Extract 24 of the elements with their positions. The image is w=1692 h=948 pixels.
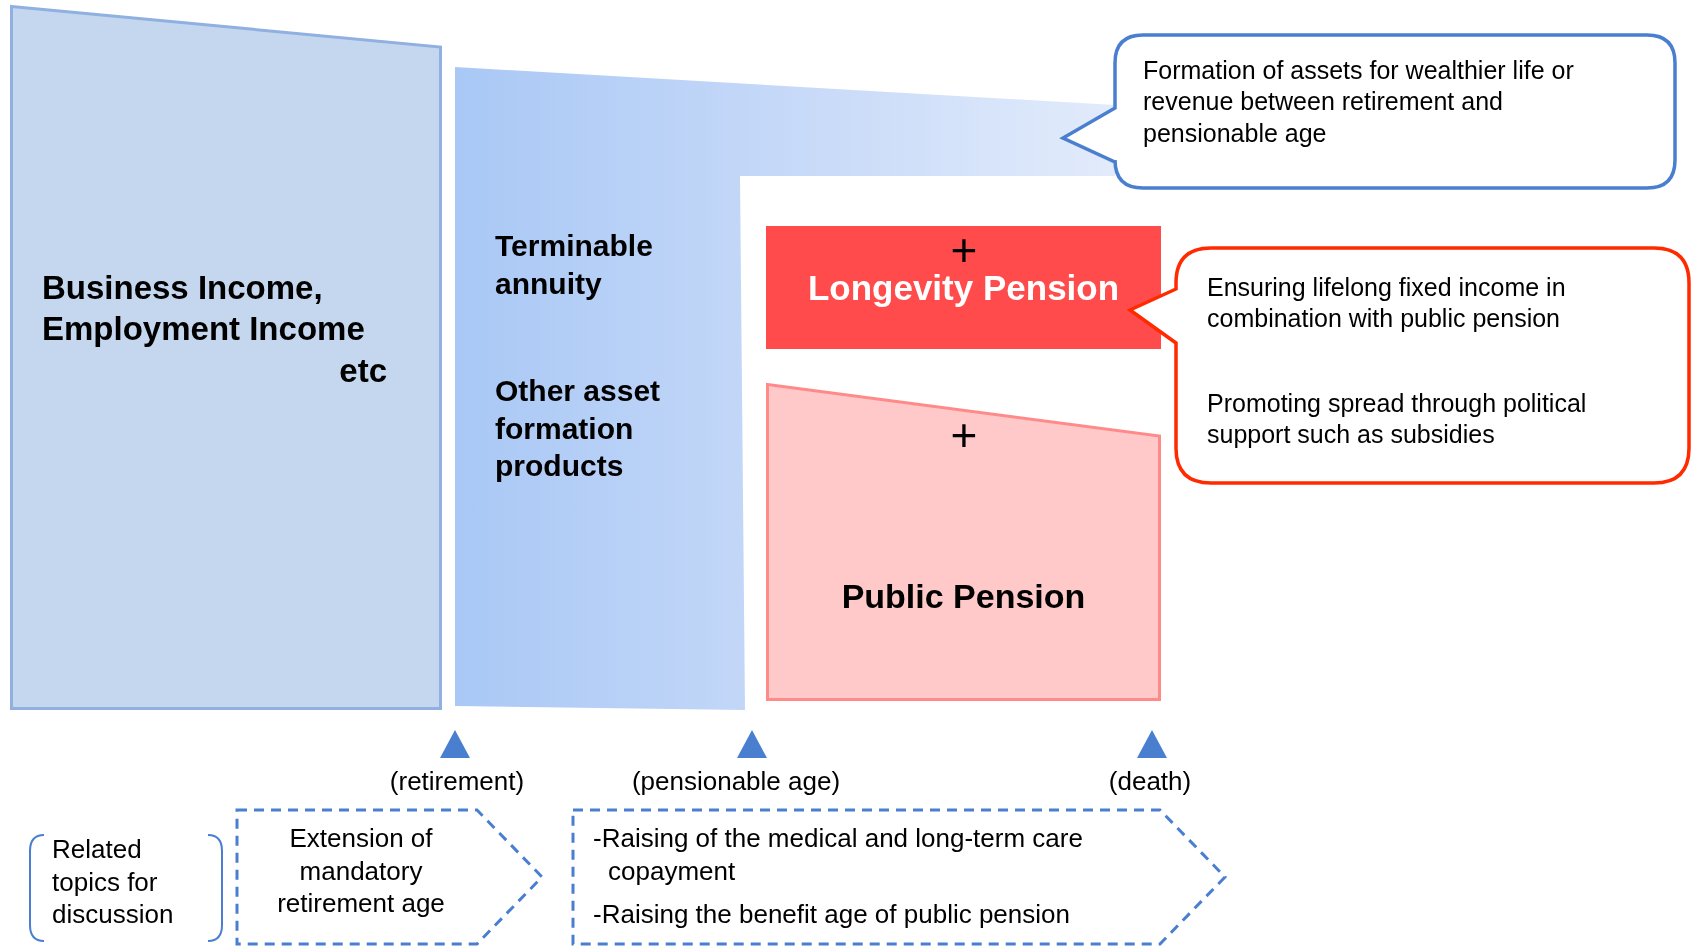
timeline-label: (retirement) [389, 766, 525, 797]
callout-bubble [1127, 245, 1692, 486]
topic-text: Extension of mandatory retirement age [276, 822, 446, 920]
pension-title: Public Pension [840, 576, 1087, 617]
timeline-label: (death) [1108, 766, 1192, 797]
topic-text: -Raising the benefit age of public pension [593, 898, 1071, 931]
timeline-label: (pensionable age) [631, 766, 841, 797]
panel-heading: Business Income, Employment Income etc [42, 268, 387, 391]
topic-text: -Raising of the medical and long-term care copayment [593, 822, 1084, 887]
bracket-note [28, 833, 224, 943]
callout-text: Ensuring lifelong fixed income in combination with public pension [1207, 272, 1567, 335]
note-text: Related topics for discussion [52, 833, 175, 931]
product-text: Other asset formation products [495, 373, 662, 484]
callout-text: Formation of assets for wealthier life or revenue between retirement and pensionable age [1143, 55, 1575, 149]
chevron-box [571, 808, 1228, 946]
callout-bubble [1060, 33, 1678, 190]
pension-box [766, 226, 1161, 349]
income-panel [10, 5, 442, 710]
chevron-box [235, 808, 545, 946]
plus-sign: + [949, 408, 979, 463]
callout-text: Promoting spread through political support such as subsidies [1207, 388, 1588, 451]
pension-panel [766, 383, 1161, 701]
asset-panel [455, 67, 1115, 710]
product-text: Terminable annuity [495, 228, 654, 302]
